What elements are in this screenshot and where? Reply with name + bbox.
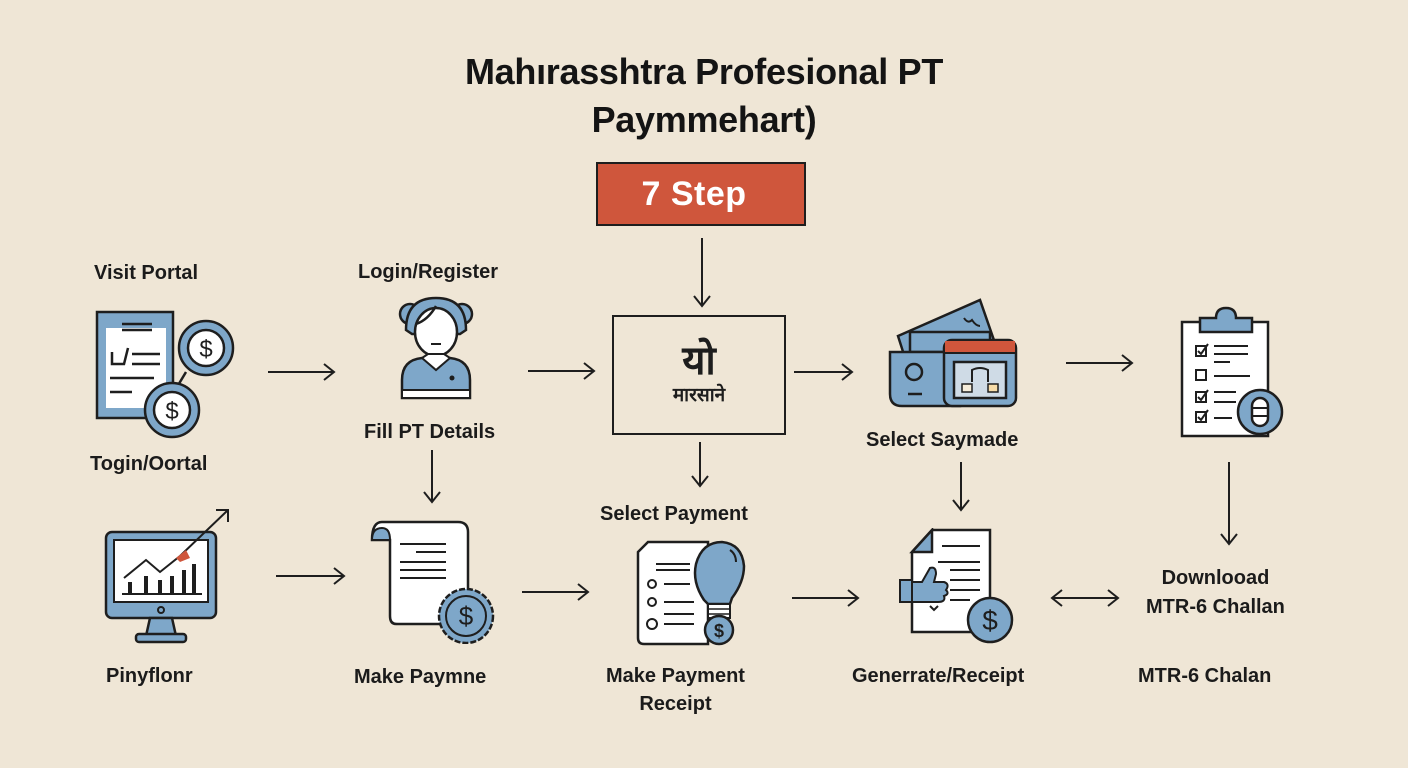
label-make-paymne: Make Paymne <box>354 666 487 688</box>
label-receipt: Receipt <box>639 693 712 715</box>
user-avatar-icon <box>398 294 474 404</box>
arrow-right-icon <box>528 362 596 380</box>
clipboard-checklist-icon <box>1180 306 1284 440</box>
svg-text:$: $ <box>982 605 998 636</box>
label-fill-pt-details: Fill PT Details <box>364 421 496 443</box>
wallet-cards-icon <box>888 296 1020 408</box>
arrow-right-icon <box>794 363 854 381</box>
label-make-payment-receipt: Make Payment Receipt <box>606 662 745 718</box>
diagram-title: Mahırasshtra Profesional PT Paymmehart) <box>0 48 1408 144</box>
arrow-right-icon <box>268 363 336 381</box>
arrow-right-icon <box>1066 354 1134 372</box>
label-visit-portal: Visit Portal <box>94 262 199 284</box>
devanagari-subtext: मारसाने <box>672 384 726 406</box>
label-mtr6-challan: MTR-6 Challan <box>1146 596 1285 618</box>
label-select-saymade: Select Saymade <box>866 429 1019 451</box>
arrow-right-icon <box>522 583 590 601</box>
arrow-down-icon <box>693 238 711 308</box>
svg-text:$: $ <box>459 601 474 631</box>
svg-text:$: $ <box>714 621 724 641</box>
devanagari-heading: यो <box>682 337 716 384</box>
label-generate-receipt: Generrate/Receipt <box>852 665 1025 687</box>
document-bulb-icon: $ <box>636 540 752 650</box>
arrow-down-icon <box>1220 462 1238 546</box>
arrow-right-icon <box>276 567 346 585</box>
document-coins-icon: $ $ <box>94 308 239 440</box>
label-downlooad: Downlooad <box>1161 567 1270 589</box>
svg-text:$: $ <box>199 336 212 363</box>
label-pinyflonr: Pinyflonr <box>106 665 193 687</box>
monitor-chart-icon <box>104 506 234 646</box>
arrow-down-icon <box>952 462 970 512</box>
title-line-1: Mahırasshtra Profesional PT <box>464 51 944 92</box>
label-mtr6-chalan: MTR-6 Chalan <box>1138 665 1272 687</box>
label-select-payment: Select Payment <box>600 503 748 525</box>
arrow-down-icon <box>423 450 441 504</box>
document-thumbsup-icon: $ <box>898 528 1022 646</box>
label-login-register: Login/Register <box>358 261 499 283</box>
center-devanagari-box: यो मारसाने <box>612 315 786 435</box>
arrow-down-icon <box>691 442 709 488</box>
double-arrow-icon <box>1050 589 1120 607</box>
step-count-badge: 7 Step <box>596 162 806 226</box>
label-make-payment: Make Payment <box>606 665 745 687</box>
arrow-right-icon <box>792 589 860 607</box>
title-line-2: Paymmehart) <box>591 99 817 140</box>
label-download-challan: Downlooad MTR-6 Challan <box>1146 564 1285 622</box>
svg-text:$: $ <box>165 398 178 425</box>
scroll-seal-icon: $ <box>370 520 500 644</box>
label-togin-oortal: Togin/Oortal <box>90 453 208 475</box>
